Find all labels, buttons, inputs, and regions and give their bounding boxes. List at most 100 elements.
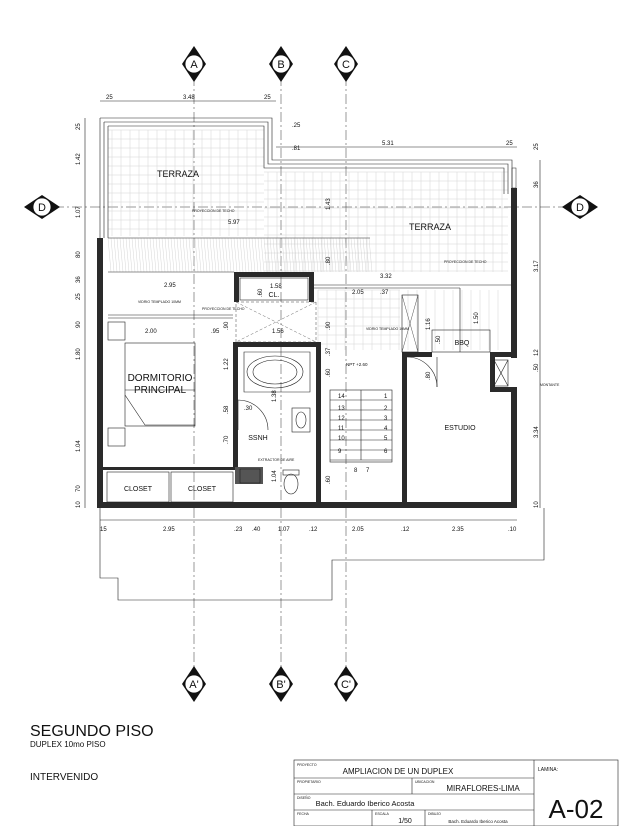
note-vidrio-2: VIDRIO TEMPLADO 10MM: [366, 327, 409, 331]
tb-proyecto-label: PROYECTO: [297, 763, 317, 767]
hatch-line: [224, 237, 229, 273]
dim-inner-30: .30: [244, 406, 253, 412]
svg-text:C: C: [342, 59, 350, 71]
hatch-line: [137, 237, 142, 273]
stair-number: 12: [338, 416, 345, 422]
hatch-line: [281, 237, 286, 273]
dim-bottom-4: .40: [252, 527, 261, 533]
room-dormitorio-line2: PRINCIPAL: [134, 385, 186, 396]
drawing-title: SEGUNDO PISO: [30, 723, 154, 740]
hatch-line: [239, 237, 244, 273]
lower-floor-outline: [99, 508, 545, 601]
dim-top-6: 5.31: [382, 141, 394, 147]
hatch-line: [230, 237, 235, 273]
tb-escala-label: ESCALA: [375, 812, 389, 816]
hatch-line: [164, 237, 169, 273]
hatch-line: [152, 237, 157, 273]
dim-left-11: 10: [76, 501, 82, 508]
room-cl: CL.: [269, 292, 280, 299]
hatch-line: [266, 237, 271, 273]
dim-top-1: 25: [106, 95, 113, 101]
dim-top-3: 25: [264, 95, 271, 101]
hatch-line: [362, 237, 367, 273]
room-estudio: ESTUDIO: [444, 425, 476, 432]
stair-number: 4: [384, 426, 388, 432]
axis-bubble-a-bottom: A': [182, 666, 206, 702]
hatch-line: [155, 237, 160, 273]
room-closet-2: CLOSET: [188, 486, 217, 493]
dim-inner-138: 1.38: [272, 390, 278, 402]
stair-number: 1: [384, 394, 388, 400]
dim-left-6: 25: [76, 293, 82, 300]
dim-bottom-8: .12: [401, 527, 410, 533]
hatch-line: [332, 237, 337, 273]
svg-text:D: D: [576, 202, 584, 214]
axis-lines: [54, 76, 568, 675]
dim-inner-80b: .80: [426, 371, 432, 380]
hatch-line: [170, 237, 175, 273]
dim-left-5: 36: [76, 276, 82, 283]
note-montante: MONTANTE: [540, 383, 560, 387]
hatch-line: [269, 237, 274, 273]
hatch-line: [320, 237, 325, 273]
room-closet-1: CLOSET: [124, 486, 153, 493]
note-npt: NPT +2.60: [346, 362, 368, 367]
dim-left-8: 1.80: [76, 348, 82, 360]
dim-right-7: 10: [534, 501, 540, 508]
dim-bottom-9: 2.35: [452, 527, 464, 533]
hatch-line: [158, 237, 163, 273]
tb-dibujo-label: DIBUJO: [428, 812, 441, 816]
dim-inner-60a: .60: [258, 288, 264, 297]
dim-inner-60b: .60: [326, 368, 332, 377]
hatch-line: [167, 237, 172, 273]
dim-inner-200: 2.00: [145, 329, 157, 335]
stair-number: 2: [384, 406, 388, 412]
note-proyeccion-1: PROYECCION DE TECHO: [192, 209, 235, 213]
room-terraza-1: TERRAZA: [157, 169, 199, 179]
hatch-line: [242, 237, 247, 273]
room-ssnh: SSNH: [248, 435, 267, 442]
hatch-line: [215, 237, 220, 273]
tb-lamina-label: LAMINA:: [538, 767, 558, 773]
hatch-line: [197, 237, 202, 273]
stair-number: 10: [338, 436, 345, 442]
hatch-line: [188, 237, 193, 273]
hatch-line: [251, 237, 256, 273]
dim-left-9: 1.04: [76, 440, 82, 452]
axis-bubble-a-top: A: [182, 46, 206, 82]
hatch-line: [272, 237, 277, 273]
hatch-line: [146, 237, 151, 273]
hatch-line: [206, 237, 211, 273]
room-bbq: BBQ: [455, 340, 470, 347]
dim-bottom-7: 2.05: [352, 527, 364, 533]
svg-text:D: D: [38, 202, 46, 214]
dim-inner-80a: .80: [326, 256, 332, 265]
dim-inner-143: 1.43: [326, 198, 332, 210]
tb-dibujo: Bach. Eduardo Iberico Acosta: [448, 819, 508, 824]
hatch-line: [149, 237, 154, 273]
dim-inner-37b: .37: [326, 347, 332, 356]
hatch-line: [212, 237, 217, 273]
hatch-line: [323, 237, 328, 273]
axis-bubble-d-left: D: [24, 195, 60, 219]
tb-ubicacion: MIRAFLORES-LIMA: [446, 784, 520, 793]
hatch-line: [248, 237, 253, 273]
tb-ubicacion-label: UBICACION: [415, 780, 435, 784]
hatch-line: [311, 237, 316, 273]
dim-inner-158: 1.58: [270, 284, 282, 290]
hatch-line: [290, 237, 295, 273]
hatch-line: [326, 237, 331, 273]
hatch-line: [140, 237, 145, 273]
dimension-lines: [84, 100, 541, 521]
railing-hatch: [107, 237, 373, 273]
dim-inner-332: 3.32: [380, 274, 392, 280]
stair-number: 8: [354, 468, 358, 474]
hatch-line: [116, 237, 121, 273]
svg-text:A: A: [190, 59, 198, 71]
hatch-line: [134, 237, 139, 273]
hatch-line: [260, 237, 265, 273]
hatch-line: [365, 237, 370, 273]
hatch-line: [353, 237, 358, 273]
dim-bottom-6: .12: [309, 527, 318, 533]
